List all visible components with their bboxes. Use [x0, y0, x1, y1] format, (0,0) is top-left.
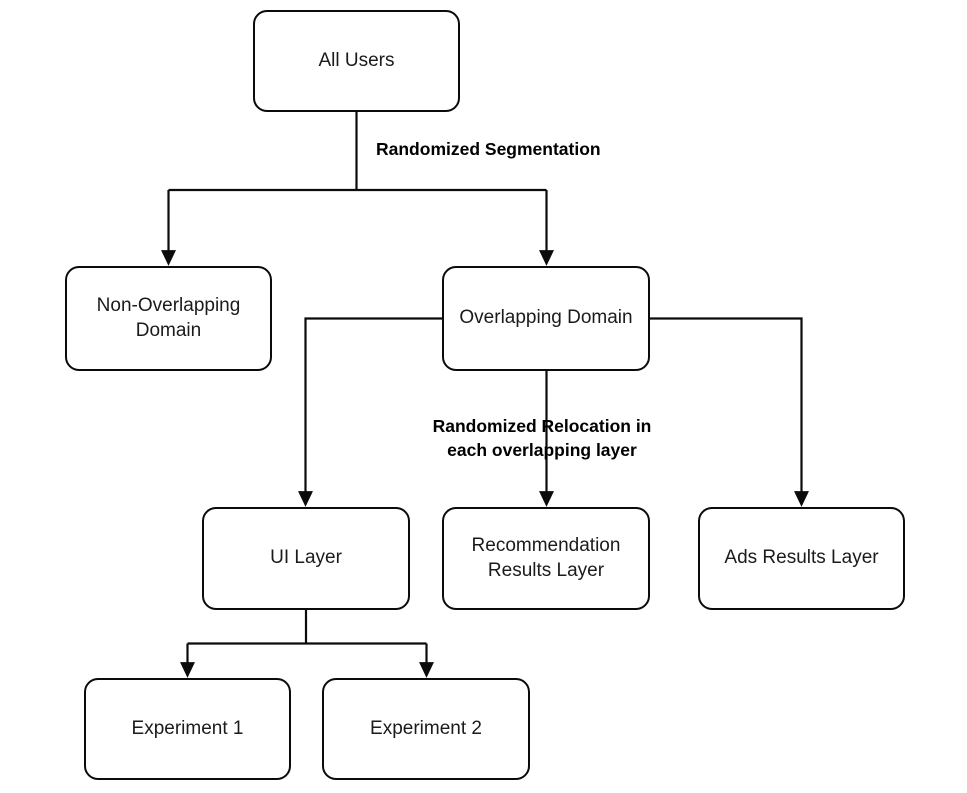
node-overlapping-domain-label: Overlapping Domain	[459, 307, 633, 329]
node-recommendation-results-layer[interactable]: Recommendation Results Layer	[442, 507, 650, 610]
node-non-overlapping-domain-label: Non-Overlapping Domain	[96, 295, 241, 341]
node-non-overlapping-domain[interactable]: Non-Overlapping Domain	[65, 266, 272, 371]
edge-label-randomized-segmentation: Randomized Segmentation	[376, 139, 601, 159]
node-ads-results-layer[interactable]: Ads Results Layer	[698, 507, 905, 610]
node-overlapping-domain[interactable]: Overlapping Domain	[442, 266, 650, 371]
node-all-users[interactable]: All Users	[253, 10, 460, 112]
node-recommendation-results-layer-label: Recommendation Results Layer	[471, 535, 621, 581]
node-all-users-label: All Users	[318, 49, 395, 71]
edge-overlapping-domain-to-ads-results-layer	[650, 317, 809, 507]
edge-overlapping-domain-to-ui-layer	[298, 317, 442, 507]
node-experiment-1[interactable]: Experiment 1	[84, 678, 291, 780]
node-experiment-1-label: Experiment 1	[131, 717, 244, 739]
node-ui-layer-label: UI Layer	[270, 547, 342, 569]
node-experiment-2[interactable]: Experiment 2	[322, 678, 530, 780]
node-ads-results-layer-label: Ads Results Layer	[724, 547, 879, 569]
node-ui-layer[interactable]: UI Layer	[202, 507, 410, 610]
edge-label-randomized-relocation: Randomized Relocation in each overlappin…	[432, 416, 652, 460]
node-experiment-2-label: Experiment 2	[370, 717, 482, 739]
